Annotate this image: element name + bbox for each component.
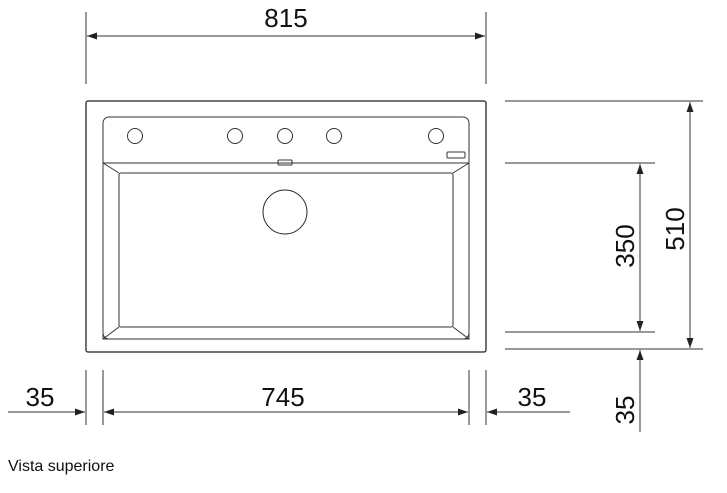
bowl-corner-tr: [452, 162, 470, 174]
dim-text-35-right: 35: [518, 382, 547, 412]
sink-outer-edge: [85, 100, 487, 353]
tap-hole-1: [127, 128, 143, 144]
dim-text-35-front: 35: [610, 396, 640, 425]
sink-rim: [102, 116, 470, 340]
bowl: [102, 162, 470, 340]
tap-holes: [127, 128, 466, 166]
tap-hole-3: [277, 128, 293, 144]
dim-text-815: 815: [264, 3, 307, 33]
dim-text-350: 350: [610, 224, 640, 267]
dim-text-745: 745: [261, 382, 304, 412]
tap-hole-4: [326, 128, 342, 144]
drain-hole: [262, 189, 308, 235]
bowl-corner-bl: [102, 326, 120, 340]
tap-hole-5: [428, 128, 444, 144]
view-caption: Vista superiore: [8, 458, 115, 475]
bowl-inner: [118, 172, 454, 328]
bowl-corner-tl: [102, 162, 120, 174]
bowl-corner-br: [452, 326, 470, 340]
sink-outline: [85, 100, 487, 353]
tap-hole-2: [227, 128, 243, 144]
bowl-outer: [102, 162, 470, 340]
dimension-bottom: 35 745 35: [8, 370, 570, 425]
dim-text-35-left: 35: [26, 382, 55, 412]
dimension-right: 510 350 35: [505, 100, 703, 432]
overflow-slot: [446, 151, 466, 159]
dimension-total-width: 815: [85, 3, 487, 84]
dim-text-510: 510: [660, 207, 690, 250]
